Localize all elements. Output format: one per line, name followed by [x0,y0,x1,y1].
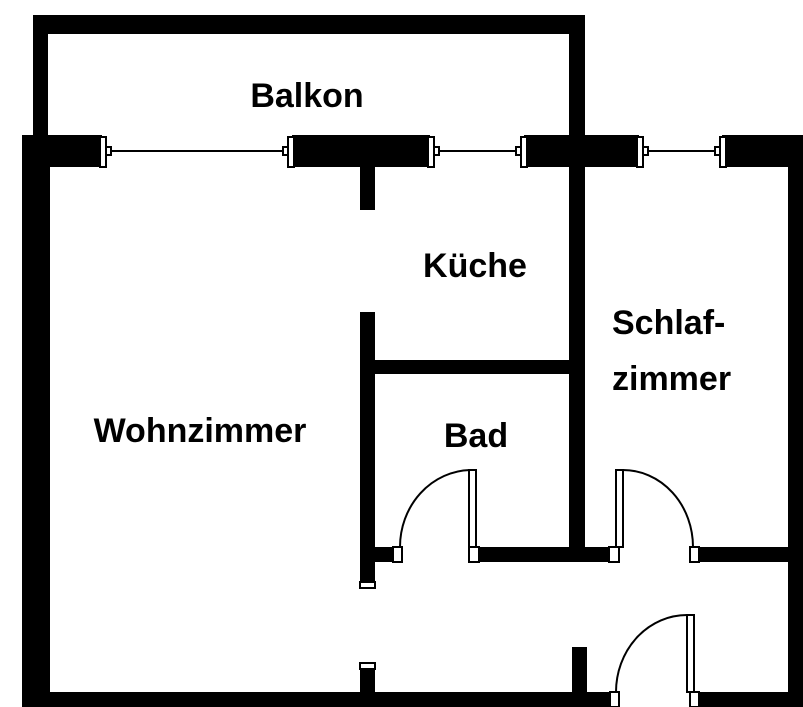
door-schlafzimmer[interactable] [608,469,700,563]
balcony-walls [33,15,585,140]
room-label-schlafzimmer-1: Schlaf- [612,304,725,342]
room-label-wohnzimmer: Wohnzimmer [94,412,307,450]
room-label-schlafzimmer-2: zimmer [612,360,731,398]
exterior-walls [22,135,803,707]
room-label-bad: Bad [444,417,508,455]
interior-walls [359,135,788,692]
room-label-balkon: Balkon [250,77,363,115]
door-bad[interactable] [392,469,480,563]
room-label-kueche: Küche [423,247,527,285]
door-entrance[interactable] [609,614,700,707]
windows [99,136,727,168]
